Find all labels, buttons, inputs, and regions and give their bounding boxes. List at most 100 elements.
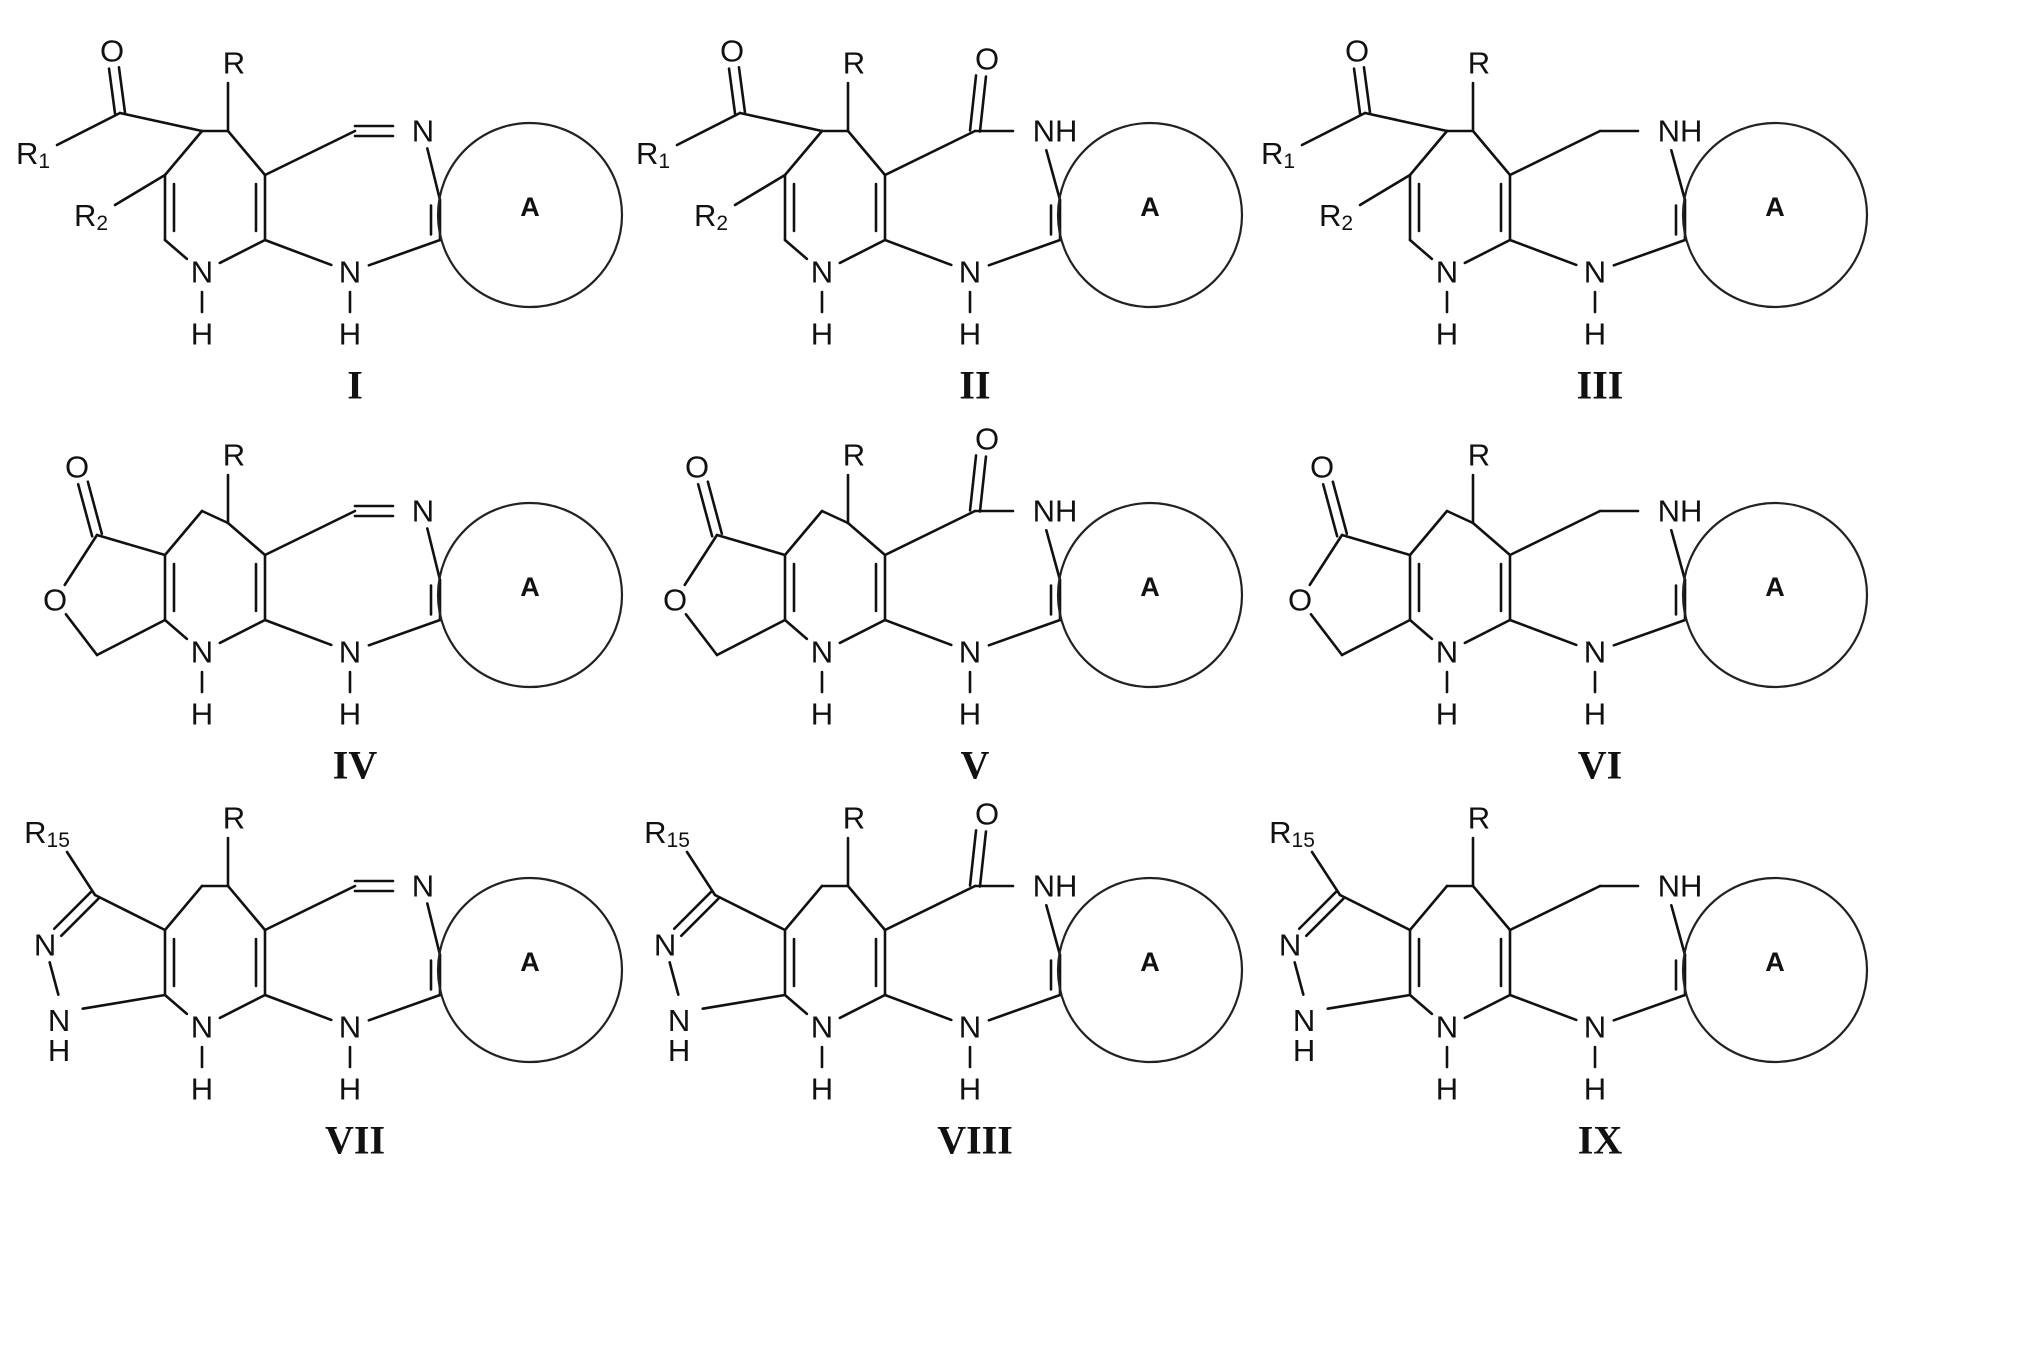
bond bbox=[163, 509, 204, 557]
r-substituent-label: R bbox=[1468, 46, 1490, 81]
bond bbox=[675, 111, 742, 147]
ring-a-circle bbox=[1681, 121, 1869, 309]
r2-substituent-label: R2 bbox=[1319, 198, 1353, 235]
r1-substituent-label-subscript: 1 bbox=[658, 150, 670, 173]
bond bbox=[95, 618, 167, 657]
bond bbox=[838, 993, 887, 1020]
r-substituent-label: R bbox=[1468, 438, 1490, 473]
bond bbox=[987, 993, 1062, 1022]
bond bbox=[846, 129, 887, 177]
bond bbox=[1508, 238, 1578, 267]
ketone-double-bond bbox=[1352, 67, 1362, 115]
bond bbox=[1326, 993, 1412, 1011]
bond bbox=[838, 618, 887, 645]
pyrazole-double-bond bbox=[52, 890, 93, 931]
diazepine-nh-hydrogen: H bbox=[959, 1072, 981, 1107]
bond bbox=[1340, 533, 1412, 557]
pyridine-nh-hydrogen: H bbox=[1436, 317, 1458, 352]
pyrazole-double-bond bbox=[1297, 890, 1338, 931]
bond bbox=[163, 993, 189, 1016]
pyridine-nh-hydrogen: H bbox=[1436, 697, 1458, 732]
bond bbox=[426, 902, 442, 957]
pyridine-nitrogen-label: N bbox=[1436, 255, 1458, 290]
bond bbox=[1310, 850, 1342, 897]
carbonyl-double-bond bbox=[978, 75, 988, 133]
r15-substituent-label: R15 bbox=[1269, 815, 1315, 852]
bond bbox=[1358, 173, 1412, 207]
bond bbox=[1300, 111, 1367, 147]
bond bbox=[713, 893, 787, 932]
bond bbox=[1445, 509, 1475, 525]
r15-substituent-label-symbol: R bbox=[24, 815, 46, 850]
bond bbox=[1471, 521, 1512, 557]
bond bbox=[783, 618, 809, 641]
bond bbox=[263, 509, 357, 557]
bond bbox=[1508, 618, 1578, 647]
bond bbox=[113, 173, 167, 207]
ketone-double-bond bbox=[737, 66, 747, 114]
carbonyl-double-bond bbox=[978, 830, 988, 888]
bond bbox=[1045, 148, 1062, 202]
bond bbox=[64, 613, 99, 657]
bond bbox=[226, 884, 267, 932]
r1-substituent-label: R1 bbox=[16, 136, 50, 173]
pyridine-nh-hydrogen: H bbox=[191, 317, 213, 352]
diazepine-nitrogen-label: N bbox=[1584, 1010, 1606, 1045]
compound-numeral: II bbox=[959, 363, 990, 408]
bond bbox=[783, 993, 809, 1016]
ketone-oxygen-label: O bbox=[720, 34, 744, 69]
amine-nh-label: NH bbox=[1658, 869, 1703, 904]
diazepine-nh-hydrogen: H bbox=[339, 317, 361, 352]
amide-oxygen-label: O bbox=[975, 42, 999, 77]
bond bbox=[93, 893, 167, 932]
ketone-double-bond bbox=[117, 66, 127, 114]
bond bbox=[846, 521, 887, 557]
pyridine-nh-hydrogen: H bbox=[191, 697, 213, 732]
bond bbox=[1508, 884, 1602, 932]
pyridine-nitrogen-label: N bbox=[191, 1010, 213, 1045]
r2-substituent-label-symbol: R bbox=[1319, 198, 1341, 233]
bond bbox=[987, 238, 1062, 267]
bond bbox=[81, 993, 167, 1011]
amide-oxygen-label: O bbox=[975, 797, 999, 832]
bond bbox=[820, 509, 850, 525]
r2-substituent-label-subscript: 2 bbox=[96, 212, 108, 235]
r-substituent-label: R bbox=[843, 438, 865, 473]
bond bbox=[683, 533, 719, 587]
bond bbox=[1408, 618, 1434, 641]
r1-substituent-label: R1 bbox=[1261, 136, 1295, 173]
bond bbox=[95, 533, 167, 557]
amine-nh-label: NH bbox=[1658, 494, 1703, 529]
bond bbox=[684, 613, 719, 657]
carbonyl-double-bond bbox=[978, 455, 988, 513]
bond bbox=[1508, 509, 1602, 557]
pyrazole-double-bond bbox=[59, 897, 100, 938]
ring-a-label: A bbox=[1140, 947, 1160, 977]
pyrazole-n1-symbol: N bbox=[1293, 1003, 1315, 1038]
bond bbox=[55, 111, 122, 147]
diazepine-nitrogen-label: N bbox=[959, 1010, 981, 1045]
diazepine-nh-hydrogen: H bbox=[1584, 1072, 1606, 1107]
bond bbox=[783, 129, 824, 177]
r1-substituent-label-symbol: R bbox=[1261, 136, 1283, 171]
ketone-double-bond bbox=[727, 67, 737, 115]
r2-substituent-label-subscript: 2 bbox=[1341, 212, 1353, 235]
pyrazole-n1-hydrogen: H bbox=[668, 1033, 690, 1068]
amine-nh-label: NH bbox=[1658, 114, 1703, 149]
ring-a-circle bbox=[1056, 121, 1244, 309]
ring-oxygen-label: O bbox=[1288, 583, 1312, 618]
lactone-carbonyl-oxygen: O bbox=[1310, 450, 1334, 485]
bond bbox=[1408, 993, 1434, 1016]
bond bbox=[883, 993, 953, 1022]
pyridine-nh-hydrogen: H bbox=[811, 1072, 833, 1107]
carbonyl-double-bond bbox=[968, 829, 978, 887]
r15-substituent-label-symbol: R bbox=[1269, 815, 1291, 850]
r1-substituent-label-symbol: R bbox=[16, 136, 38, 171]
pyrazole-n1-hydrogen: H bbox=[48, 1033, 70, 1068]
amide-nh-label: NH bbox=[1033, 869, 1078, 904]
compound-numeral: IV bbox=[333, 743, 378, 788]
